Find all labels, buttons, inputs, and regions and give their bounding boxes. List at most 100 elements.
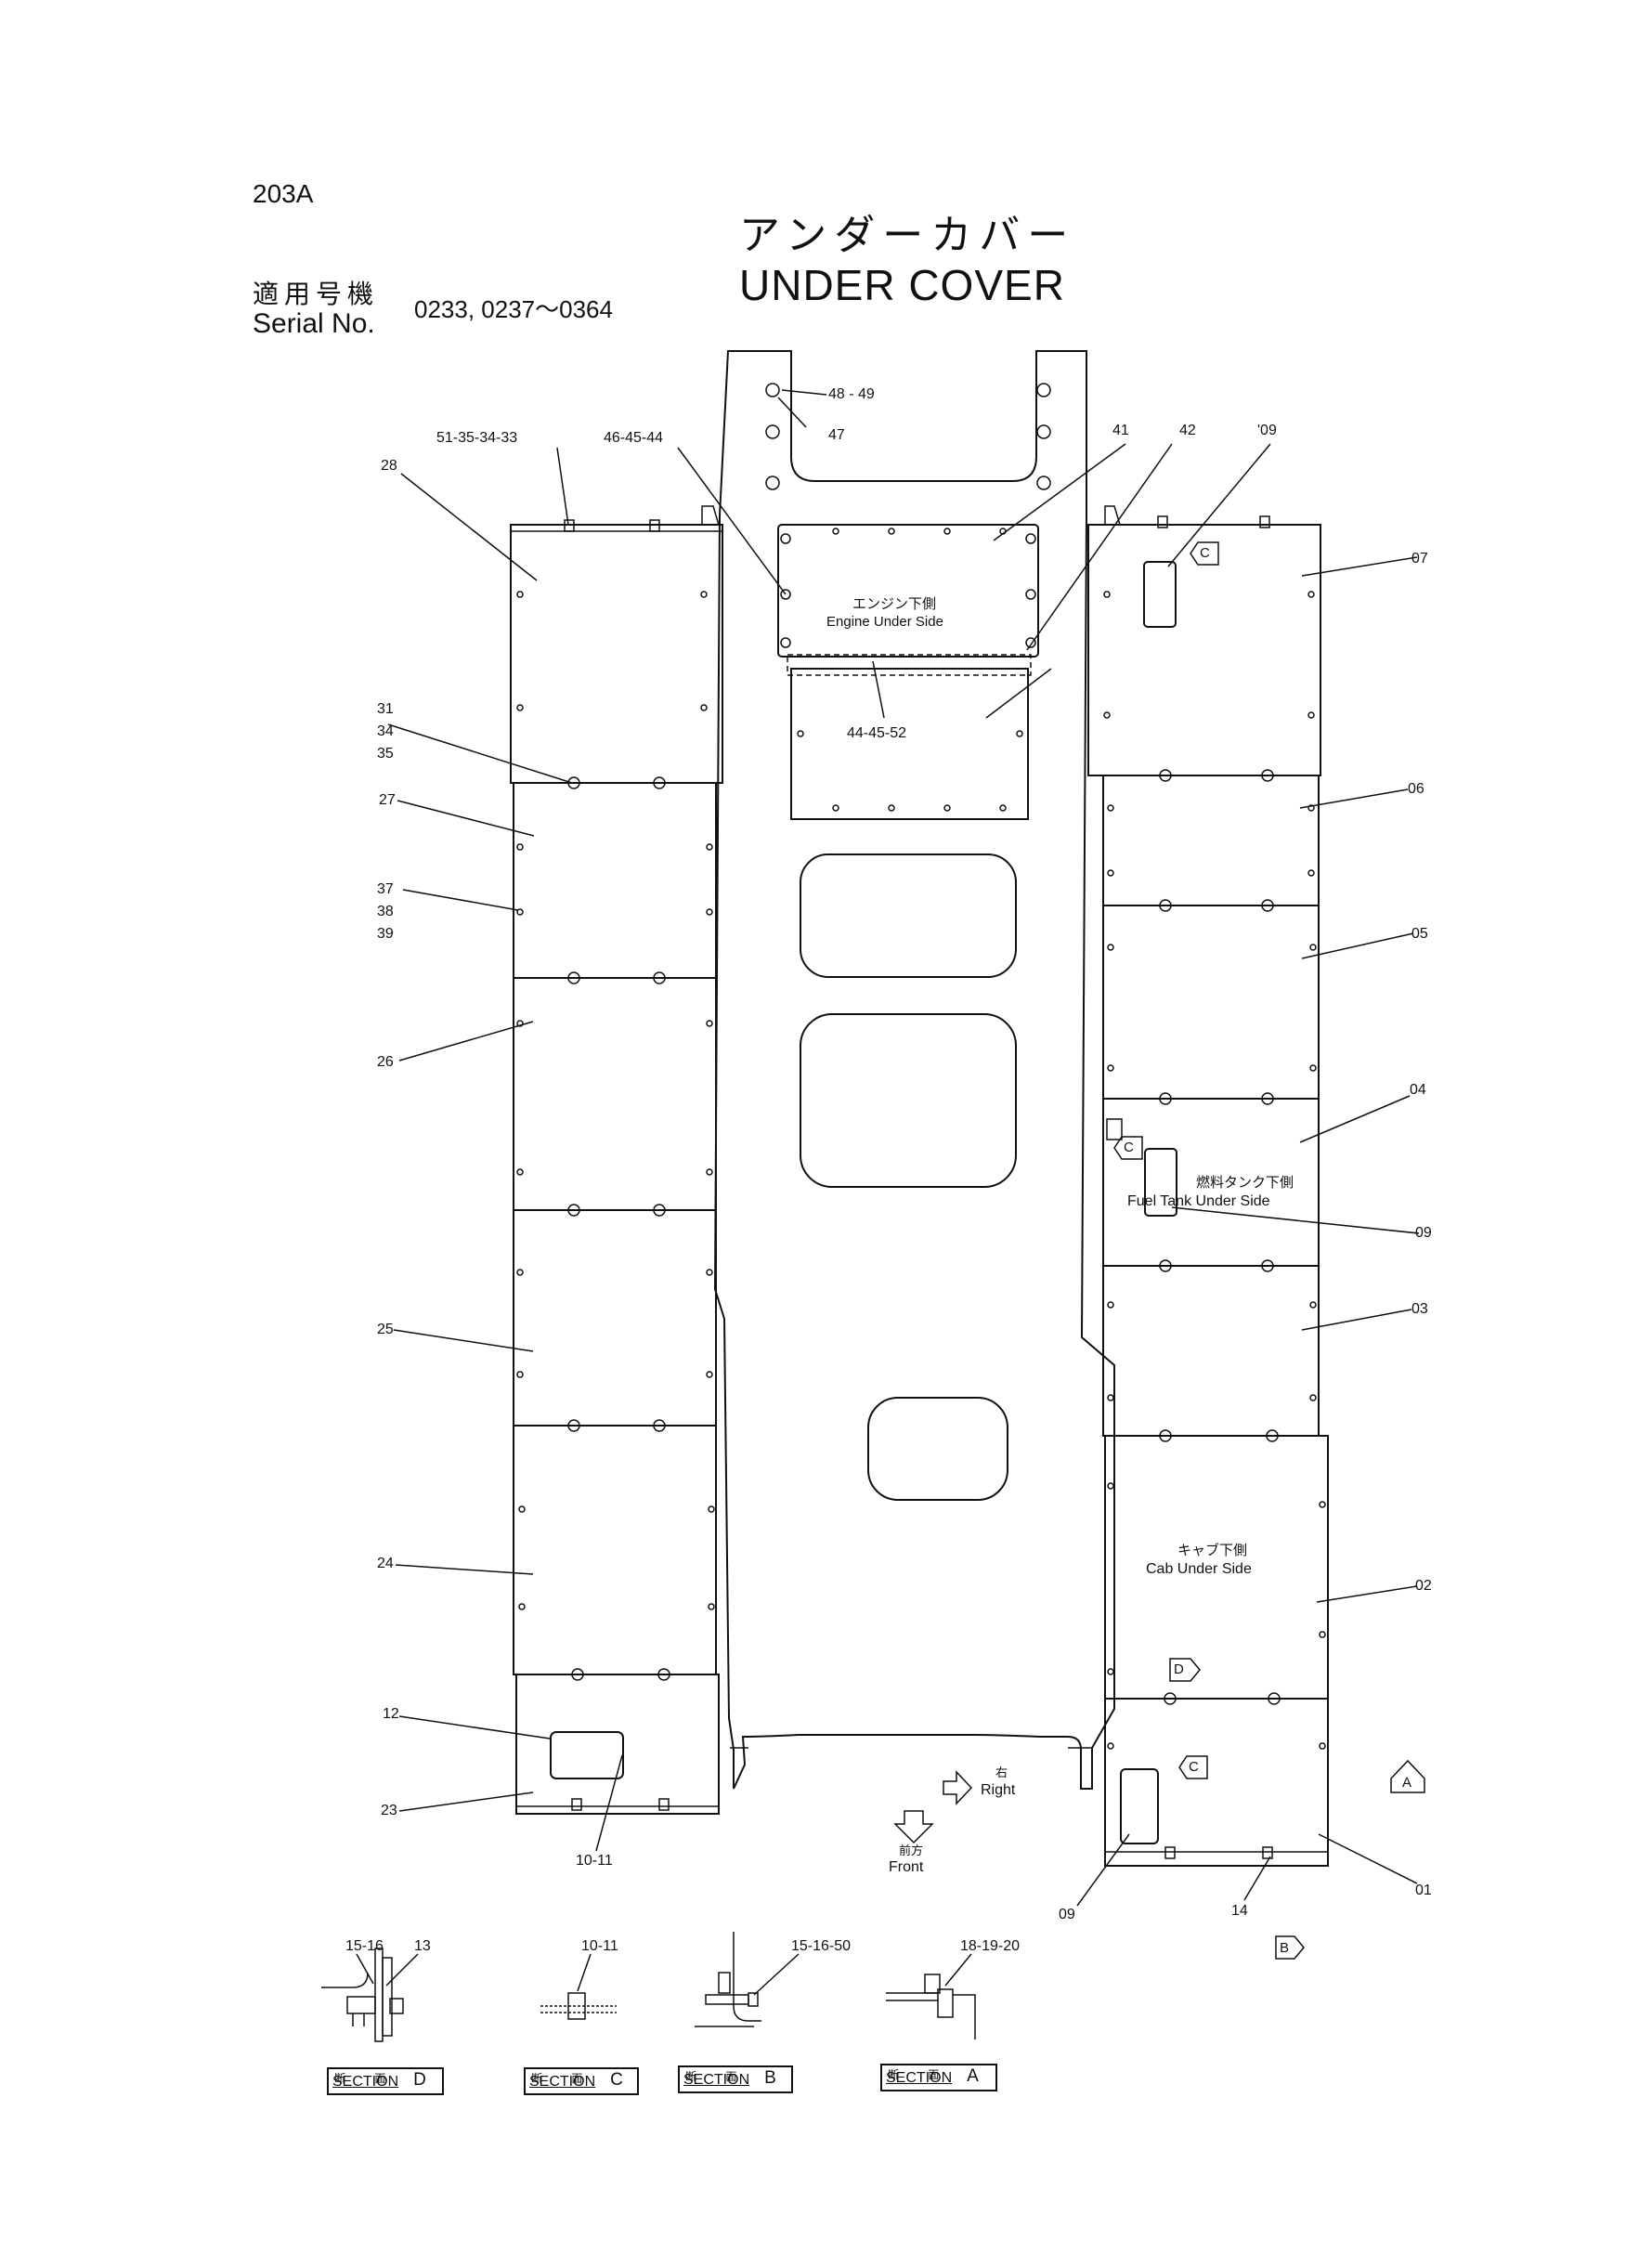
section-a-label-en: SECTION bbox=[886, 2070, 953, 2086]
section-c-label-jp: 断 面 bbox=[531, 2072, 596, 2085]
title-english: UNDER COVER bbox=[739, 261, 1065, 309]
callout-02: 02 bbox=[1415, 1578, 1432, 1594]
section-markers bbox=[1113, 541, 1425, 1960]
callout-42: 42 bbox=[1179, 423, 1196, 438]
callout-01: 01 bbox=[1415, 1883, 1432, 1898]
section-d-label-jp: 断 面 bbox=[334, 2072, 399, 2085]
frame-openings bbox=[800, 853, 1017, 1501]
callout-09-middle: 09 bbox=[1415, 1225, 1432, 1241]
section-c-part-10-11: 10-11 bbox=[581, 1938, 618, 1954]
cab-underside-label-jp: キャブ下側 bbox=[1177, 1543, 1248, 1558]
section-a-label-jp: 断 面 bbox=[888, 2068, 953, 2081]
section-b-detail bbox=[695, 1932, 800, 2027]
callout-48-49: 48 - 49 bbox=[828, 386, 875, 402]
marker-c-bottom-letter: C bbox=[1189, 1759, 1199, 1775]
section-d-detail bbox=[321, 1948, 419, 2042]
callout-03: 03 bbox=[1411, 1301, 1428, 1317]
callout-23: 23 bbox=[381, 1803, 397, 1818]
section-c-letter: C bbox=[610, 2070, 623, 2090]
section-b-label: 断 面 SECTION B bbox=[678, 2065, 793, 2093]
callout-37: 37 bbox=[377, 881, 394, 897]
direction-front-label-jp: 前方 bbox=[899, 1844, 924, 1857]
marker-d bbox=[1169, 1658, 1201, 1682]
section-d-letter: D bbox=[413, 2070, 426, 2090]
callout-24: 24 bbox=[377, 1556, 394, 1571]
callout-04: 04 bbox=[1410, 1082, 1426, 1098]
callout-27: 27 bbox=[379, 792, 396, 808]
engine-under-cover bbox=[777, 524, 1039, 820]
callout-09-top: '09 bbox=[1257, 423, 1277, 438]
serial-label-japanese: 適用号機 bbox=[253, 280, 380, 308]
arrow-right-icon bbox=[943, 1770, 973, 1805]
callout-06: 06 bbox=[1408, 781, 1424, 797]
left-panels bbox=[510, 505, 723, 1815]
inspection-hatch-left bbox=[550, 1731, 624, 1779]
callout-26: 26 bbox=[377, 1054, 394, 1070]
callout-47: 47 bbox=[828, 427, 845, 443]
direction-right-label-en: Right bbox=[981, 1782, 1016, 1798]
callout-05: 05 bbox=[1411, 926, 1428, 942]
engine-underside-label-en: Engine Under Side bbox=[826, 614, 943, 630]
main-frame bbox=[713, 350, 1115, 1790]
callout-41: 41 bbox=[1112, 423, 1129, 438]
section-c-detail bbox=[540, 1953, 617, 2020]
section-b-part-15-16-50: 15-16-50 bbox=[791, 1938, 852, 1954]
callout-34: 34 bbox=[377, 723, 394, 739]
callout-25: 25 bbox=[377, 1322, 394, 1337]
callout-07: 07 bbox=[1411, 551, 1428, 567]
inspection-hatch-bottom bbox=[1120, 1768, 1159, 1844]
callout-38: 38 bbox=[377, 904, 394, 919]
marker-a-letter: A bbox=[1402, 1775, 1412, 1791]
marker-a bbox=[1390, 1759, 1425, 1793]
marker-c-top-letter: C bbox=[1200, 545, 1210, 561]
section-a-part-18-19-20: 18-19-20 bbox=[960, 1938, 1021, 1954]
title-japanese: アンダーカバー bbox=[739, 213, 1076, 258]
section-d-part-15-16: 15-16 bbox=[345, 1938, 384, 1954]
callout-51-35-34-33: 51-35-34-33 bbox=[436, 430, 518, 446]
direction-front-label-en: Front bbox=[889, 1859, 924, 1875]
screw-holes bbox=[516, 591, 1326, 1750]
marker-c-mid bbox=[1113, 1136, 1143, 1160]
frame-bolts bbox=[765, 383, 1051, 490]
cab-underside-label-en: Cab Under Side bbox=[1146, 1561, 1252, 1577]
engine-underside-label-jp: エンジン下側 bbox=[852, 596, 937, 612]
serial-value: 0233, 0237～0364 bbox=[414, 295, 613, 323]
section-b-letter: B bbox=[764, 2068, 776, 2088]
panel-hinges bbox=[567, 769, 1281, 1705]
section-d-label: 断 面 SECTION D bbox=[327, 2067, 444, 2095]
direction-right-label-jp: 右 bbox=[995, 1765, 1008, 1779]
section-c-label-en: SECTION bbox=[529, 2074, 596, 2090]
direction-arrows bbox=[893, 1770, 973, 1844]
callout-14: 14 bbox=[1231, 1903, 1248, 1919]
callout-09-bottom: 09 bbox=[1059, 1907, 1075, 1922]
marker-b-letter: B bbox=[1280, 1940, 1290, 1956]
marker-d-letter: D bbox=[1174, 1661, 1184, 1677]
marker-c-top bbox=[1190, 541, 1219, 566]
section-b-label-jp: 断 面 bbox=[685, 2070, 750, 2083]
leader-lines bbox=[387, 389, 1420, 1907]
callout-10-11: 10-11 bbox=[576, 1853, 613, 1869]
callout-35: 35 bbox=[377, 746, 394, 762]
inspection-hatch-middle bbox=[1144, 1148, 1177, 1217]
arrow-front-icon bbox=[893, 1810, 934, 1844]
marker-b bbox=[1275, 1935, 1305, 1960]
callout-28: 28 bbox=[381, 458, 397, 474]
callout-46-45-44: 46-45-44 bbox=[604, 430, 664, 446]
section-b-label-en: SECTION bbox=[683, 2072, 750, 2088]
marker-c-bottom bbox=[1178, 1755, 1208, 1779]
callout-39: 39 bbox=[377, 926, 394, 942]
callout-12: 12 bbox=[383, 1706, 399, 1722]
marker-c-mid-letter: C bbox=[1124, 1140, 1134, 1155]
serial-label-english: Serial No. bbox=[253, 308, 375, 339]
fuel-tank-underside-label-jp: 燃料タンク下側 bbox=[1196, 1175, 1294, 1191]
inspection-hatch-top bbox=[1143, 561, 1177, 628]
section-d-part-13: 13 bbox=[414, 1938, 431, 1954]
section-a-letter: A bbox=[967, 2066, 979, 2086]
section-a-detail bbox=[886, 1953, 976, 2039]
section-d-label-en: SECTION bbox=[332, 2074, 399, 2090]
page-code: 203A bbox=[253, 179, 314, 208]
callout-31: 31 bbox=[377, 701, 394, 717]
section-c-label: 断 面 SECTION C bbox=[524, 2067, 639, 2095]
section-a-label: 断 面 SECTION A bbox=[880, 2064, 997, 2091]
